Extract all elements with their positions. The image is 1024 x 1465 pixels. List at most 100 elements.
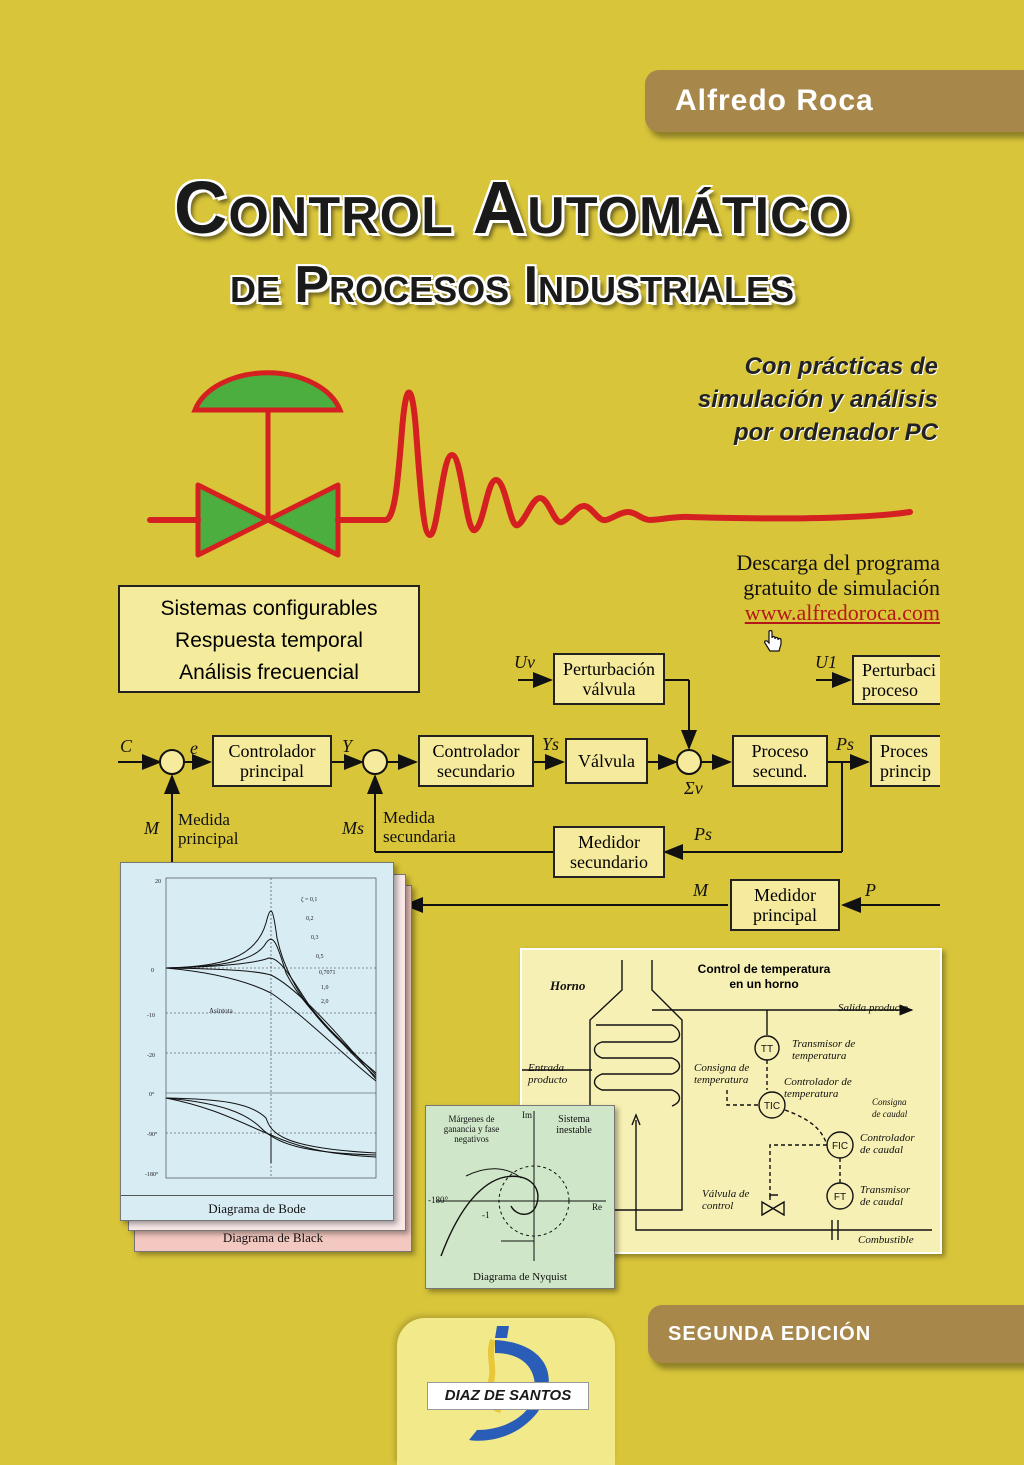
ft-text: Transmisor — [860, 1184, 911, 1196]
block-label: secundario — [570, 852, 648, 872]
subtitle: Con prácticas de simulación y análisis p… — [578, 350, 938, 449]
author-tab: Alfredo Roca — [645, 70, 1024, 132]
svg-text:-90°: -90° — [147, 1131, 158, 1138]
block-label: Controlador — [432, 741, 520, 761]
fic-text: de caudal — [860, 1144, 904, 1156]
unstable-text: inestable — [556, 1125, 592, 1136]
minus-one-label: -1 — [482, 1210, 490, 1220]
block-label: Medidor — [753, 885, 816, 905]
svg-text:1,0: 1,0 — [321, 985, 329, 991]
signal-ms: Ms — [342, 818, 364, 838]
title-line-1: Control Automático — [173, 166, 851, 249]
flow-setpoint-text: Consigna — [872, 1097, 907, 1107]
measure-text: Medida — [383, 808, 435, 827]
svg-text:0°: 0° — [149, 1091, 155, 1098]
tic-text: temperatura — [784, 1088, 839, 1100]
nyquist-diagram-panel: Márgenes de ganancia y fase negativos Si… — [425, 1105, 615, 1289]
svg-text:0,7071: 0,7071 — [319, 970, 336, 976]
fuel-label: Combustible — [858, 1234, 914, 1246]
author-name: Alfredo Roca — [675, 84, 874, 117]
signal-sigma-v: Σv — [684, 778, 703, 798]
minus-180-label: -180° — [428, 1195, 448, 1205]
block-label: principal — [240, 761, 304, 781]
svg-text:-180°: -180° — [145, 1171, 159, 1178]
fic-text: Controlador — [860, 1132, 915, 1144]
signal-m-feedback: M — [693, 880, 708, 900]
margins-label: Márgenes de ganancia y fase negativos — [434, 1114, 509, 1144]
signal-e: e — [190, 738, 198, 758]
valve-signal-illustration — [147, 370, 913, 558]
bode-plot: 200-10-200°-90°-180° ζ = 0,10,20,30,50,7… — [145, 877, 377, 1179]
signal-uv: Uv — [514, 652, 535, 672]
website-link[interactable]: www.alfredoroca.com — [744, 600, 940, 625]
signal-u1: U1 — [815, 652, 837, 672]
svg-text:0,3: 0,3 — [311, 935, 319, 941]
svg-text:0,2: 0,2 — [306, 916, 314, 922]
measure-text: principal — [178, 829, 239, 848]
bode-diagram-caption: Diagrama de Bode — [208, 1201, 306, 1216]
features-box: Sistemas configurables Respuesta tempora… — [118, 585, 420, 693]
block-label: Perturbación — [563, 659, 655, 679]
valve-text: Válvula de — [702, 1188, 750, 1200]
flow-setpoint-text: de caudal — [872, 1109, 908, 1119]
valve-actuator — [191, 370, 344, 413]
measure-text: Medida — [178, 810, 230, 829]
tic-tag: TIC — [764, 1101, 780, 1112]
oven-title-line: en un horno — [729, 977, 799, 991]
black-diagram-caption: Diagrama de Black — [222, 1230, 324, 1245]
block-label: principal — [753, 905, 817, 925]
valve-text: control — [702, 1200, 734, 1212]
svg-text:20: 20 — [155, 879, 161, 885]
measure-text: secundaria — [383, 827, 456, 846]
svg-text:0: 0 — [151, 968, 154, 974]
setpoint-text: Consigna de — [694, 1062, 750, 1074]
edition-label: SEGUNDA EDICIÓN — [668, 1323, 872, 1345]
download-line-1: Descarga del programa — [736, 550, 940, 575]
output-label: Salida producto — [838, 1002, 909, 1014]
re-axis-label: Re — [592, 1202, 602, 1212]
svg-text:ζ = 0,1: ζ = 0,1 — [301, 896, 317, 903]
secondary-measure-label: Medida secundaria — [383, 808, 456, 846]
feature-item: Respuesta temporal — [175, 629, 363, 652]
subtitle-line-1: Con prácticas de — [744, 353, 938, 380]
ft-tag: FT — [834, 1192, 846, 1203]
oven-schematic: TT TIC FIC FT — [522, 960, 932, 1240]
feature-item: Análisis frecuencial — [179, 661, 359, 684]
input-text: Entrada — [528, 1062, 565, 1074]
margins-text: Márgenes de — [448, 1114, 495, 1124]
asymptote-label: Asíntota — [209, 1007, 234, 1015]
nyquist-plot: Im Re -180° -1 — [428, 1110, 606, 1261]
block-label: Medidor — [578, 832, 640, 852]
signal-ps-feedback: Ps — [694, 824, 712, 844]
input-text: producto — [528, 1074, 568, 1086]
margins-text: negativos — [454, 1134, 489, 1144]
im-axis-label: Im — [522, 1110, 532, 1120]
tic-text: Controlador de — [784, 1076, 852, 1088]
block-label: Perturbaci — [862, 660, 936, 680]
block-label: princip — [880, 761, 931, 781]
tt-text: temperatura — [792, 1050, 847, 1062]
block-label: secundario — [437, 761, 515, 781]
margins-text: ganancia y fase — [443, 1124, 500, 1134]
setpoint-text: temperatura — [694, 1074, 749, 1086]
svg-text:2,0: 2,0 — [321, 999, 329, 1005]
unstable-label: Sistema inestable — [544, 1114, 604, 1136]
hand-cursor-icon — [764, 630, 782, 652]
edition-tab: SEGUNDA EDICIÓN — [648, 1305, 1024, 1363]
tt-tag: TT — [761, 1044, 773, 1055]
block-label: Proceso — [751, 741, 809, 761]
